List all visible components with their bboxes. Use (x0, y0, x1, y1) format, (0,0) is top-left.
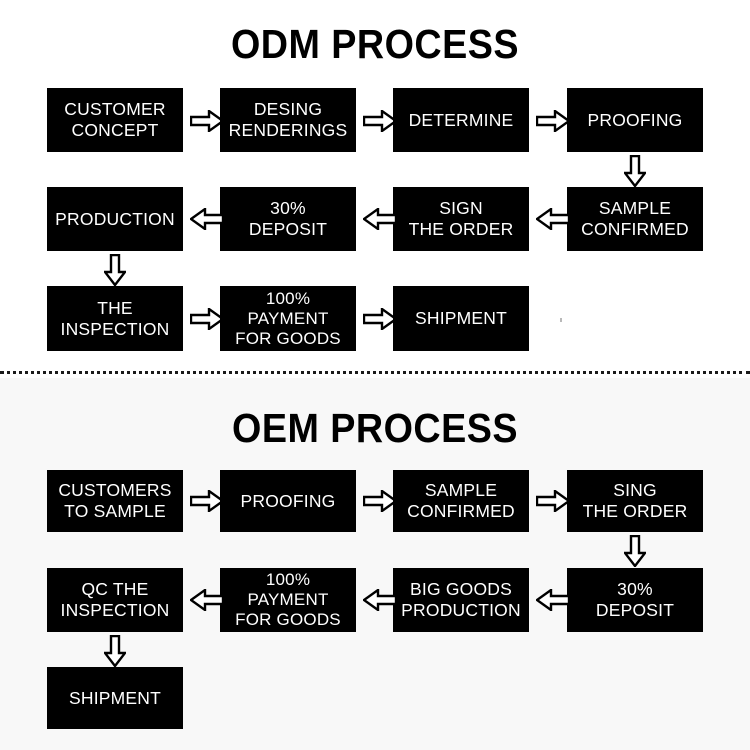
box-line: INSPECTION (60, 318, 170, 339)
oem-box-customers-to-sample[interactable]: CUSTOMERS TO SAMPLE (47, 470, 183, 532)
oem-box-shipment[interactable]: SHIPMENT (47, 667, 183, 729)
box-line: 100% (265, 570, 311, 589)
oem-box-qc-the-inspection[interactable]: QC THE INSPECTION (47, 568, 183, 632)
arrow-left-big-goods-to-payment (363, 589, 397, 611)
odm-box-sign-the-order[interactable]: SIGN THE ORDER (393, 187, 529, 251)
box-line: SAMPLE (424, 480, 498, 500)
box-line: FOR GOODS (235, 328, 341, 348)
box-line: TO SAMPLE (64, 501, 166, 521)
odm-process-title: ODM PROCESS (230, 21, 519, 67)
scan-artifact-speck (560, 318, 562, 322)
box-line: THE ORDER (582, 501, 688, 521)
arrow-right-customer-to-desing (190, 110, 224, 132)
box-line: PROOFING (587, 109, 683, 130)
arrow-down-production-to-inspection (104, 254, 126, 286)
box-line: BIG GOODS (410, 579, 512, 599)
odm-process-section: ODM PROCESS CUSTOMER CONCEPT DESING REND… (0, 0, 750, 372)
box-line: PAYMENT (247, 308, 329, 328)
odm-box-determine[interactable]: DETERMINE (393, 88, 529, 152)
arrow-left-sign-to-deposit (363, 208, 397, 230)
box-line: SHIPMENT (68, 687, 162, 708)
arrow-left-sample-to-sign (536, 208, 570, 230)
odm-box-desing-renderings[interactable]: DESING RENDERINGS (220, 88, 356, 152)
odm-box-shipment[interactable]: SHIPMENT (393, 286, 529, 351)
box-line: 30% (270, 198, 306, 218)
box-line: 30% (617, 579, 653, 599)
box-line: 100% (265, 288, 311, 308)
oem-box-big-goods-production[interactable]: BIG GOODS PRODUCTION (393, 568, 529, 632)
box-line: CUSTOMERS (58, 480, 172, 500)
arrow-right-payment-to-shipment (363, 308, 397, 330)
odm-box-the-inspection[interactable]: THE INSPECTION (47, 286, 183, 351)
odm-box-production[interactable]: PRODUCTION (47, 187, 183, 251)
box-line: CONFIRMED (581, 219, 689, 239)
box-line: PAYMENT (247, 590, 329, 609)
box-line: CONCEPT (71, 120, 159, 140)
oem-box-payment-100[interactable]: 100% PAYMENT FOR GOODS (220, 568, 356, 632)
box-line: SAMPLE (598, 198, 672, 218)
section-divider (0, 371, 750, 374)
box-line: INSPECTION (60, 600, 170, 620)
arrow-down-proofing-to-sample (624, 155, 646, 187)
arrow-right-sample-to-sing (536, 490, 570, 512)
arrow-down-sing-to-deposit (624, 535, 646, 567)
oem-box-proofing[interactable]: PROOFING (220, 470, 356, 532)
arrow-left-deposit-to-big-goods (536, 589, 570, 611)
box-line: DEPOSIT (595, 600, 675, 620)
odm-box-customer-concept[interactable]: CUSTOMER CONCEPT (47, 88, 183, 152)
box-line: SING (613, 480, 657, 500)
arrow-right-proofing-to-sample (363, 490, 397, 512)
oem-box-sing-the-order[interactable]: SING THE ORDER (567, 470, 703, 532)
box-line: CUSTOMER (64, 99, 166, 119)
box-line: DETERMINE (408, 109, 514, 130)
arrow-right-desing-to-determine (363, 110, 397, 132)
box-line: SIGN (439, 198, 483, 218)
box-line: PROOFING (240, 490, 336, 511)
box-line: SHIPMENT (414, 308, 508, 328)
arrow-right-determine-to-proofing (536, 110, 570, 132)
box-line: QC THE (81, 579, 149, 599)
box-line: CONFIRMED (407, 501, 515, 521)
box-line: THE (97, 297, 133, 318)
box-line: THE ORDER (408, 219, 514, 239)
arrow-left-deposit-to-production (190, 208, 224, 230)
box-line: RENDERINGS (228, 120, 348, 140)
arrow-left-payment-to-qc (190, 589, 224, 611)
box-line: PRODUCTION (401, 600, 521, 620)
odm-box-proofing[interactable]: PROOFING (567, 88, 703, 152)
arrow-right-customers-to-proofing (190, 490, 224, 512)
box-line: DESING (253, 99, 323, 119)
oem-box-sample-confirmed[interactable]: SAMPLE CONFIRMED (393, 470, 529, 532)
oem-process-title: OEM PROCESS (232, 405, 518, 451)
arrow-down-qc-to-shipment (104, 635, 126, 667)
box-line: PRODUCTION (55, 208, 175, 229)
odm-box-sample-confirmed[interactable]: SAMPLE CONFIRMED (567, 187, 703, 251)
odm-box-payment-100[interactable]: 100% PAYMENT FOR GOODS (220, 286, 356, 351)
odm-box-deposit-30[interactable]: 30% DEPOSIT (220, 187, 356, 251)
box-line: DEPOSIT (248, 219, 328, 239)
box-line: FOR GOODS (235, 610, 341, 629)
arrow-right-inspection-to-payment (190, 308, 224, 330)
oem-box-deposit-30[interactable]: 30% DEPOSIT (567, 568, 703, 632)
